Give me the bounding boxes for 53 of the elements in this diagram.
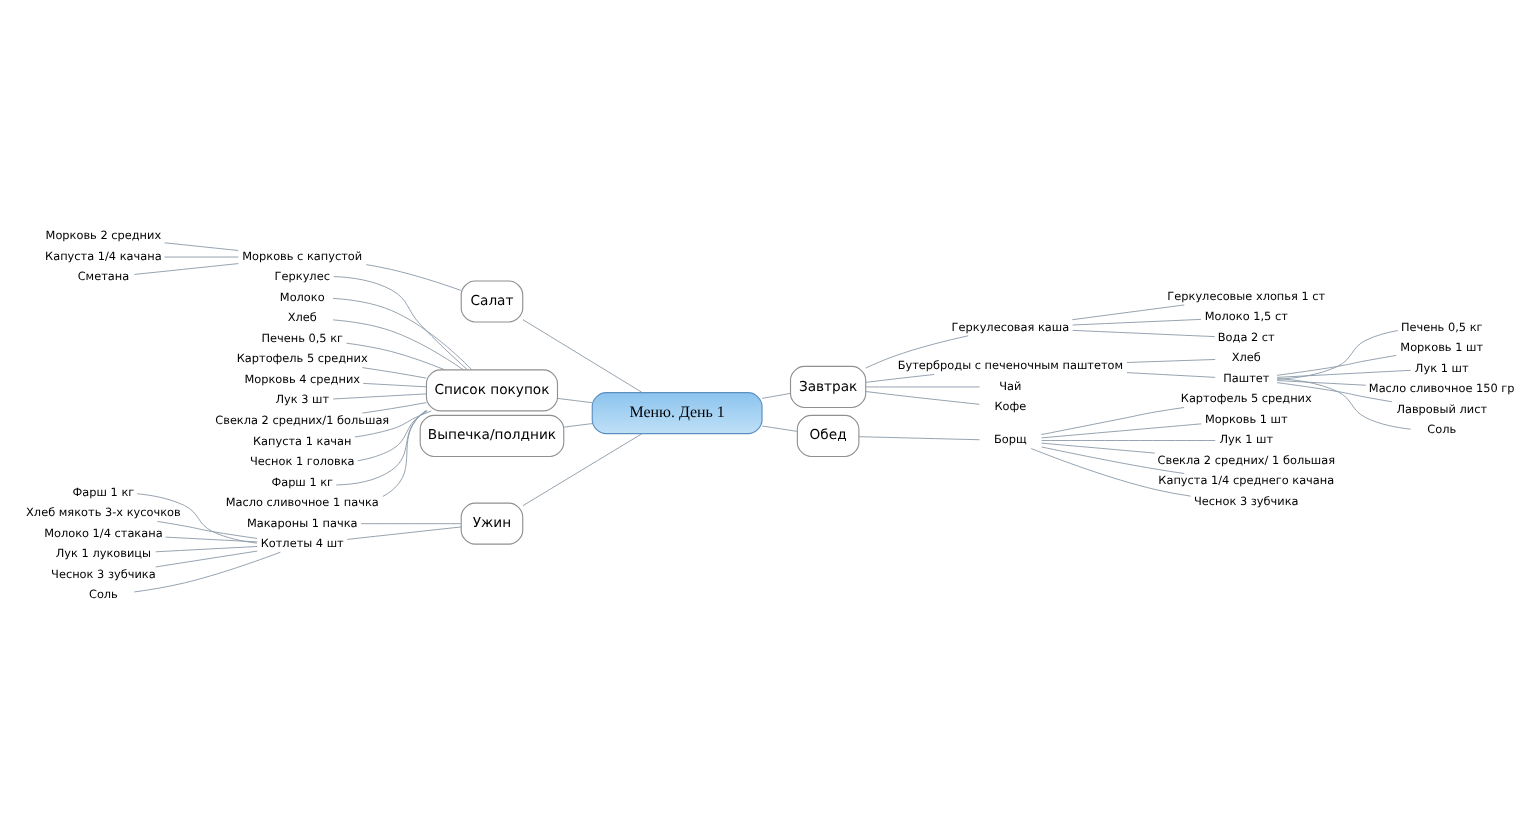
connector [761,391,791,398]
connector [522,432,643,506]
connector [346,341,446,370]
connector [1276,381,1393,402]
connector [1072,328,1216,337]
connector [563,422,593,427]
connector [354,409,432,437]
connector [346,525,462,539]
connector [361,366,427,378]
connector [1041,445,1185,473]
connector [1276,353,1397,375]
connector [1030,447,1192,496]
connector [164,255,239,257]
node-box: Меню. День 1 [591,391,763,434]
connector [1276,329,1399,379]
connector [1041,439,1216,440]
connector [362,381,427,387]
connector [1276,379,1367,385]
connector [332,392,427,399]
connector [1126,371,1216,377]
connector [1040,406,1185,435]
connector [335,409,427,485]
connector [382,408,427,496]
connector [1276,368,1412,377]
connector [155,545,258,552]
connector [858,435,980,440]
connector [1276,377,1412,429]
connector [1126,358,1216,362]
connector [522,318,643,392]
connector [155,549,258,567]
connector [1071,303,1185,320]
connector [136,492,258,543]
connector [133,262,239,274]
connector [1041,441,1156,453]
connector [361,401,427,413]
connector [332,296,473,370]
connector [164,241,239,250]
connector [1072,317,1202,325]
connector [761,424,798,431]
connector [865,373,935,382]
connector [357,409,428,461]
connector [1041,422,1202,438]
connector [133,550,281,592]
connector [332,318,464,370]
connector [557,396,593,403]
connector [333,275,468,370]
connector [365,263,462,290]
connector [865,334,969,368]
connector [865,385,981,387]
connector [865,390,980,404]
connector [156,519,258,538]
connector [360,522,462,524]
connector [165,535,258,542]
